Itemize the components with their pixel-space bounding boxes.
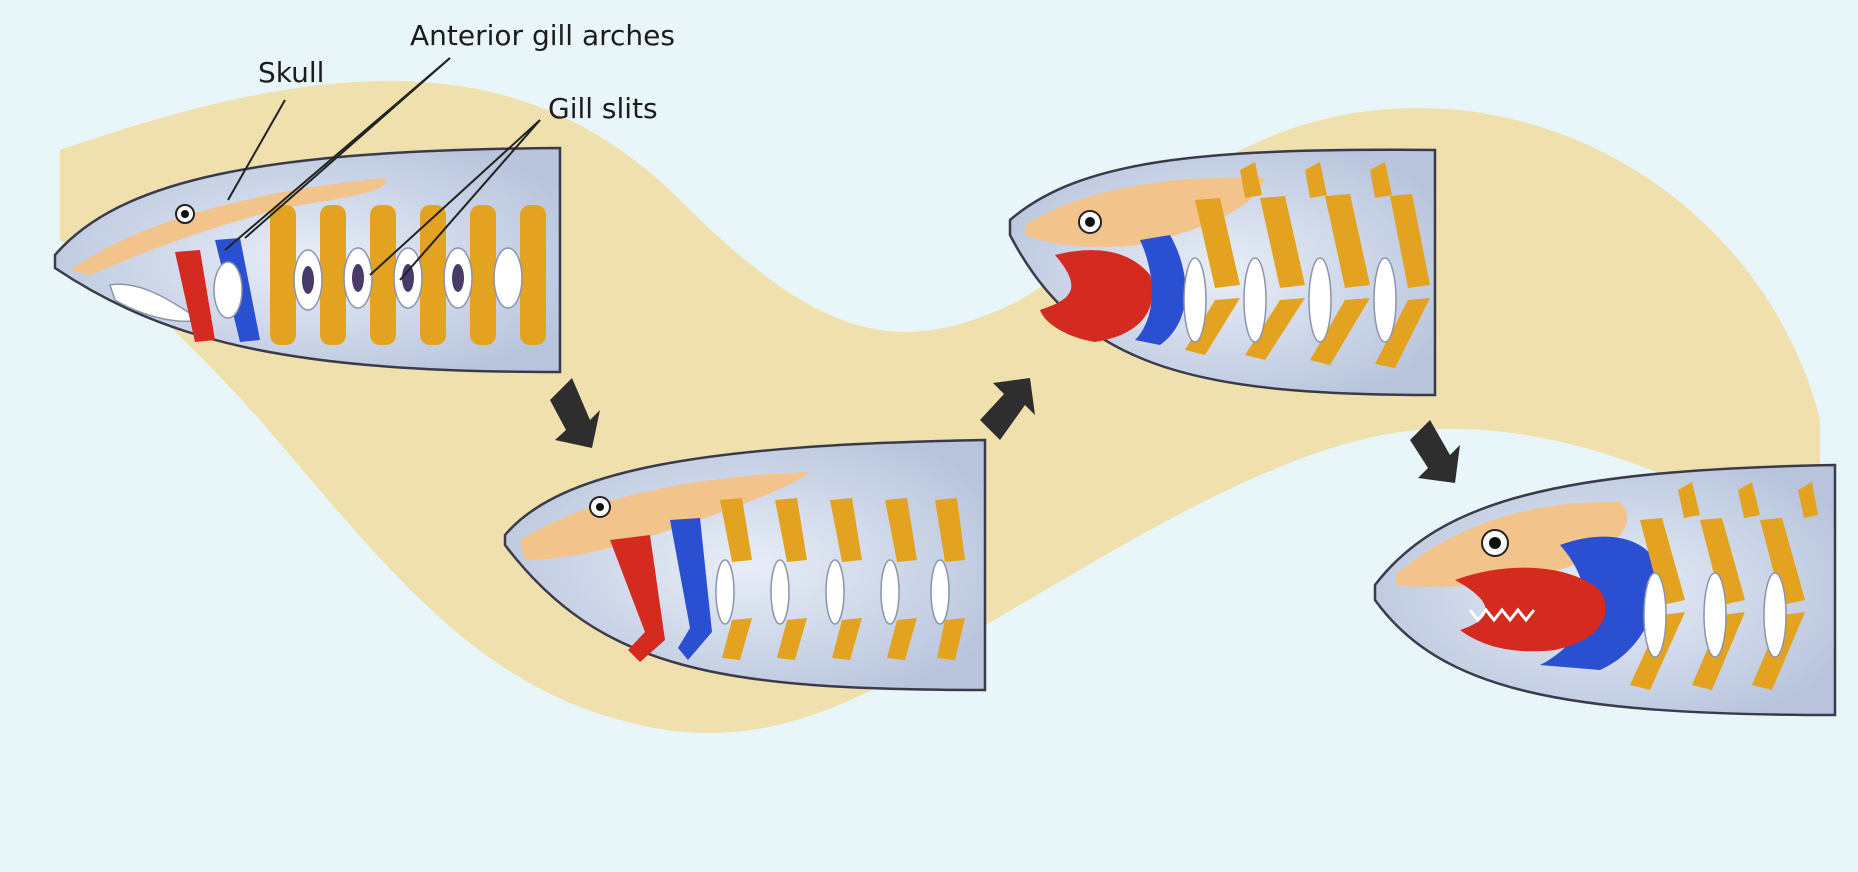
label-anterior-gill-arches: Anterior gill arches — [410, 19, 675, 52]
pupil — [1489, 537, 1501, 549]
label-gill-slits: Gill slits — [548, 92, 658, 125]
pupil — [596, 503, 604, 511]
pupil — [1085, 217, 1095, 227]
label-skull: Skull — [258, 56, 324, 89]
pupil — [181, 210, 189, 218]
